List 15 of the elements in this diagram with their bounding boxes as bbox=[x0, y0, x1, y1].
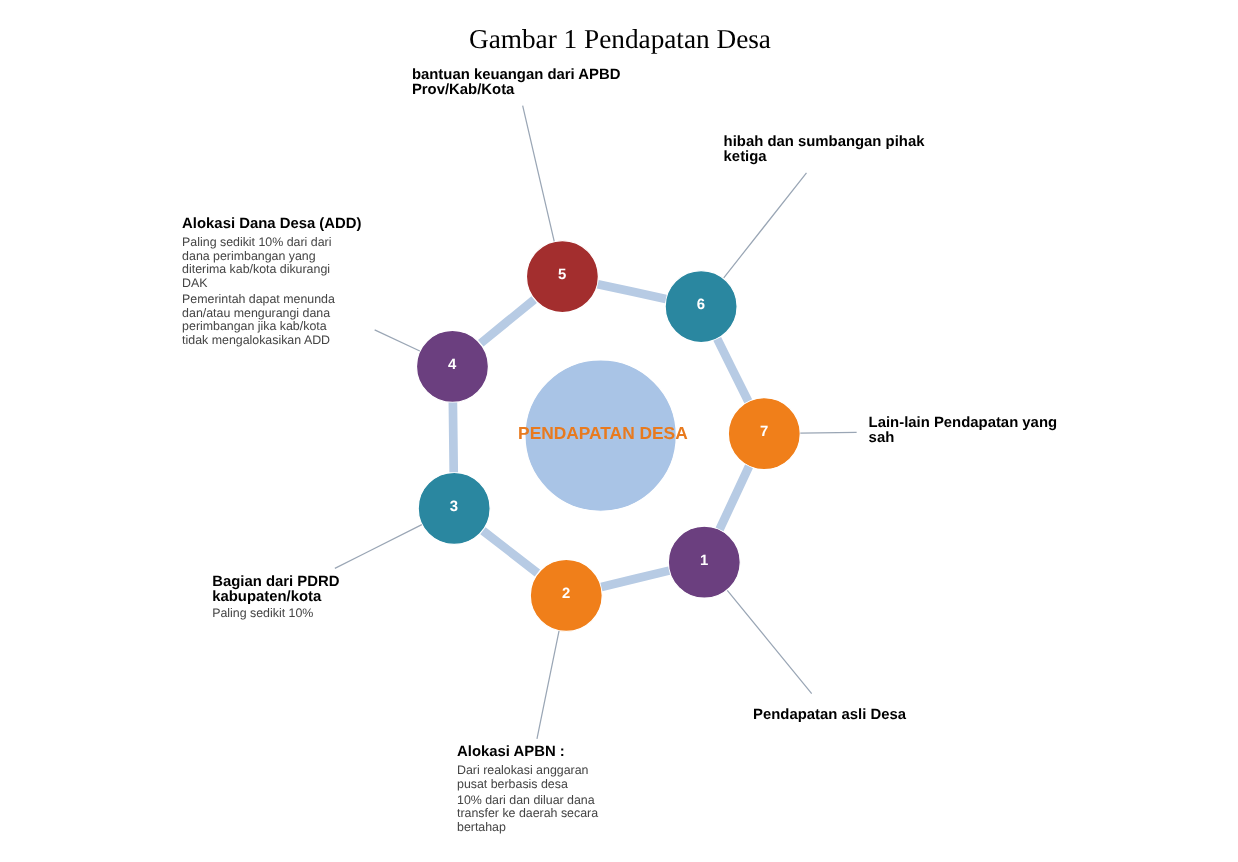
connector bbox=[595, 279, 666, 304]
connector bbox=[373, 329, 420, 352]
connector bbox=[725, 589, 812, 695]
connector bbox=[712, 337, 752, 404]
connector bbox=[535, 630, 559, 740]
diagram-title: Gambar 1 Pendapatan Desa bbox=[468, 23, 770, 54]
connector bbox=[333, 524, 422, 570]
connector bbox=[714, 464, 752, 532]
connector bbox=[722, 172, 807, 279]
connector bbox=[599, 566, 670, 592]
connector bbox=[798, 431, 857, 434]
connector bbox=[477, 296, 536, 347]
connector bbox=[447, 402, 458, 473]
connector bbox=[521, 105, 554, 242]
connector bbox=[479, 527, 540, 577]
